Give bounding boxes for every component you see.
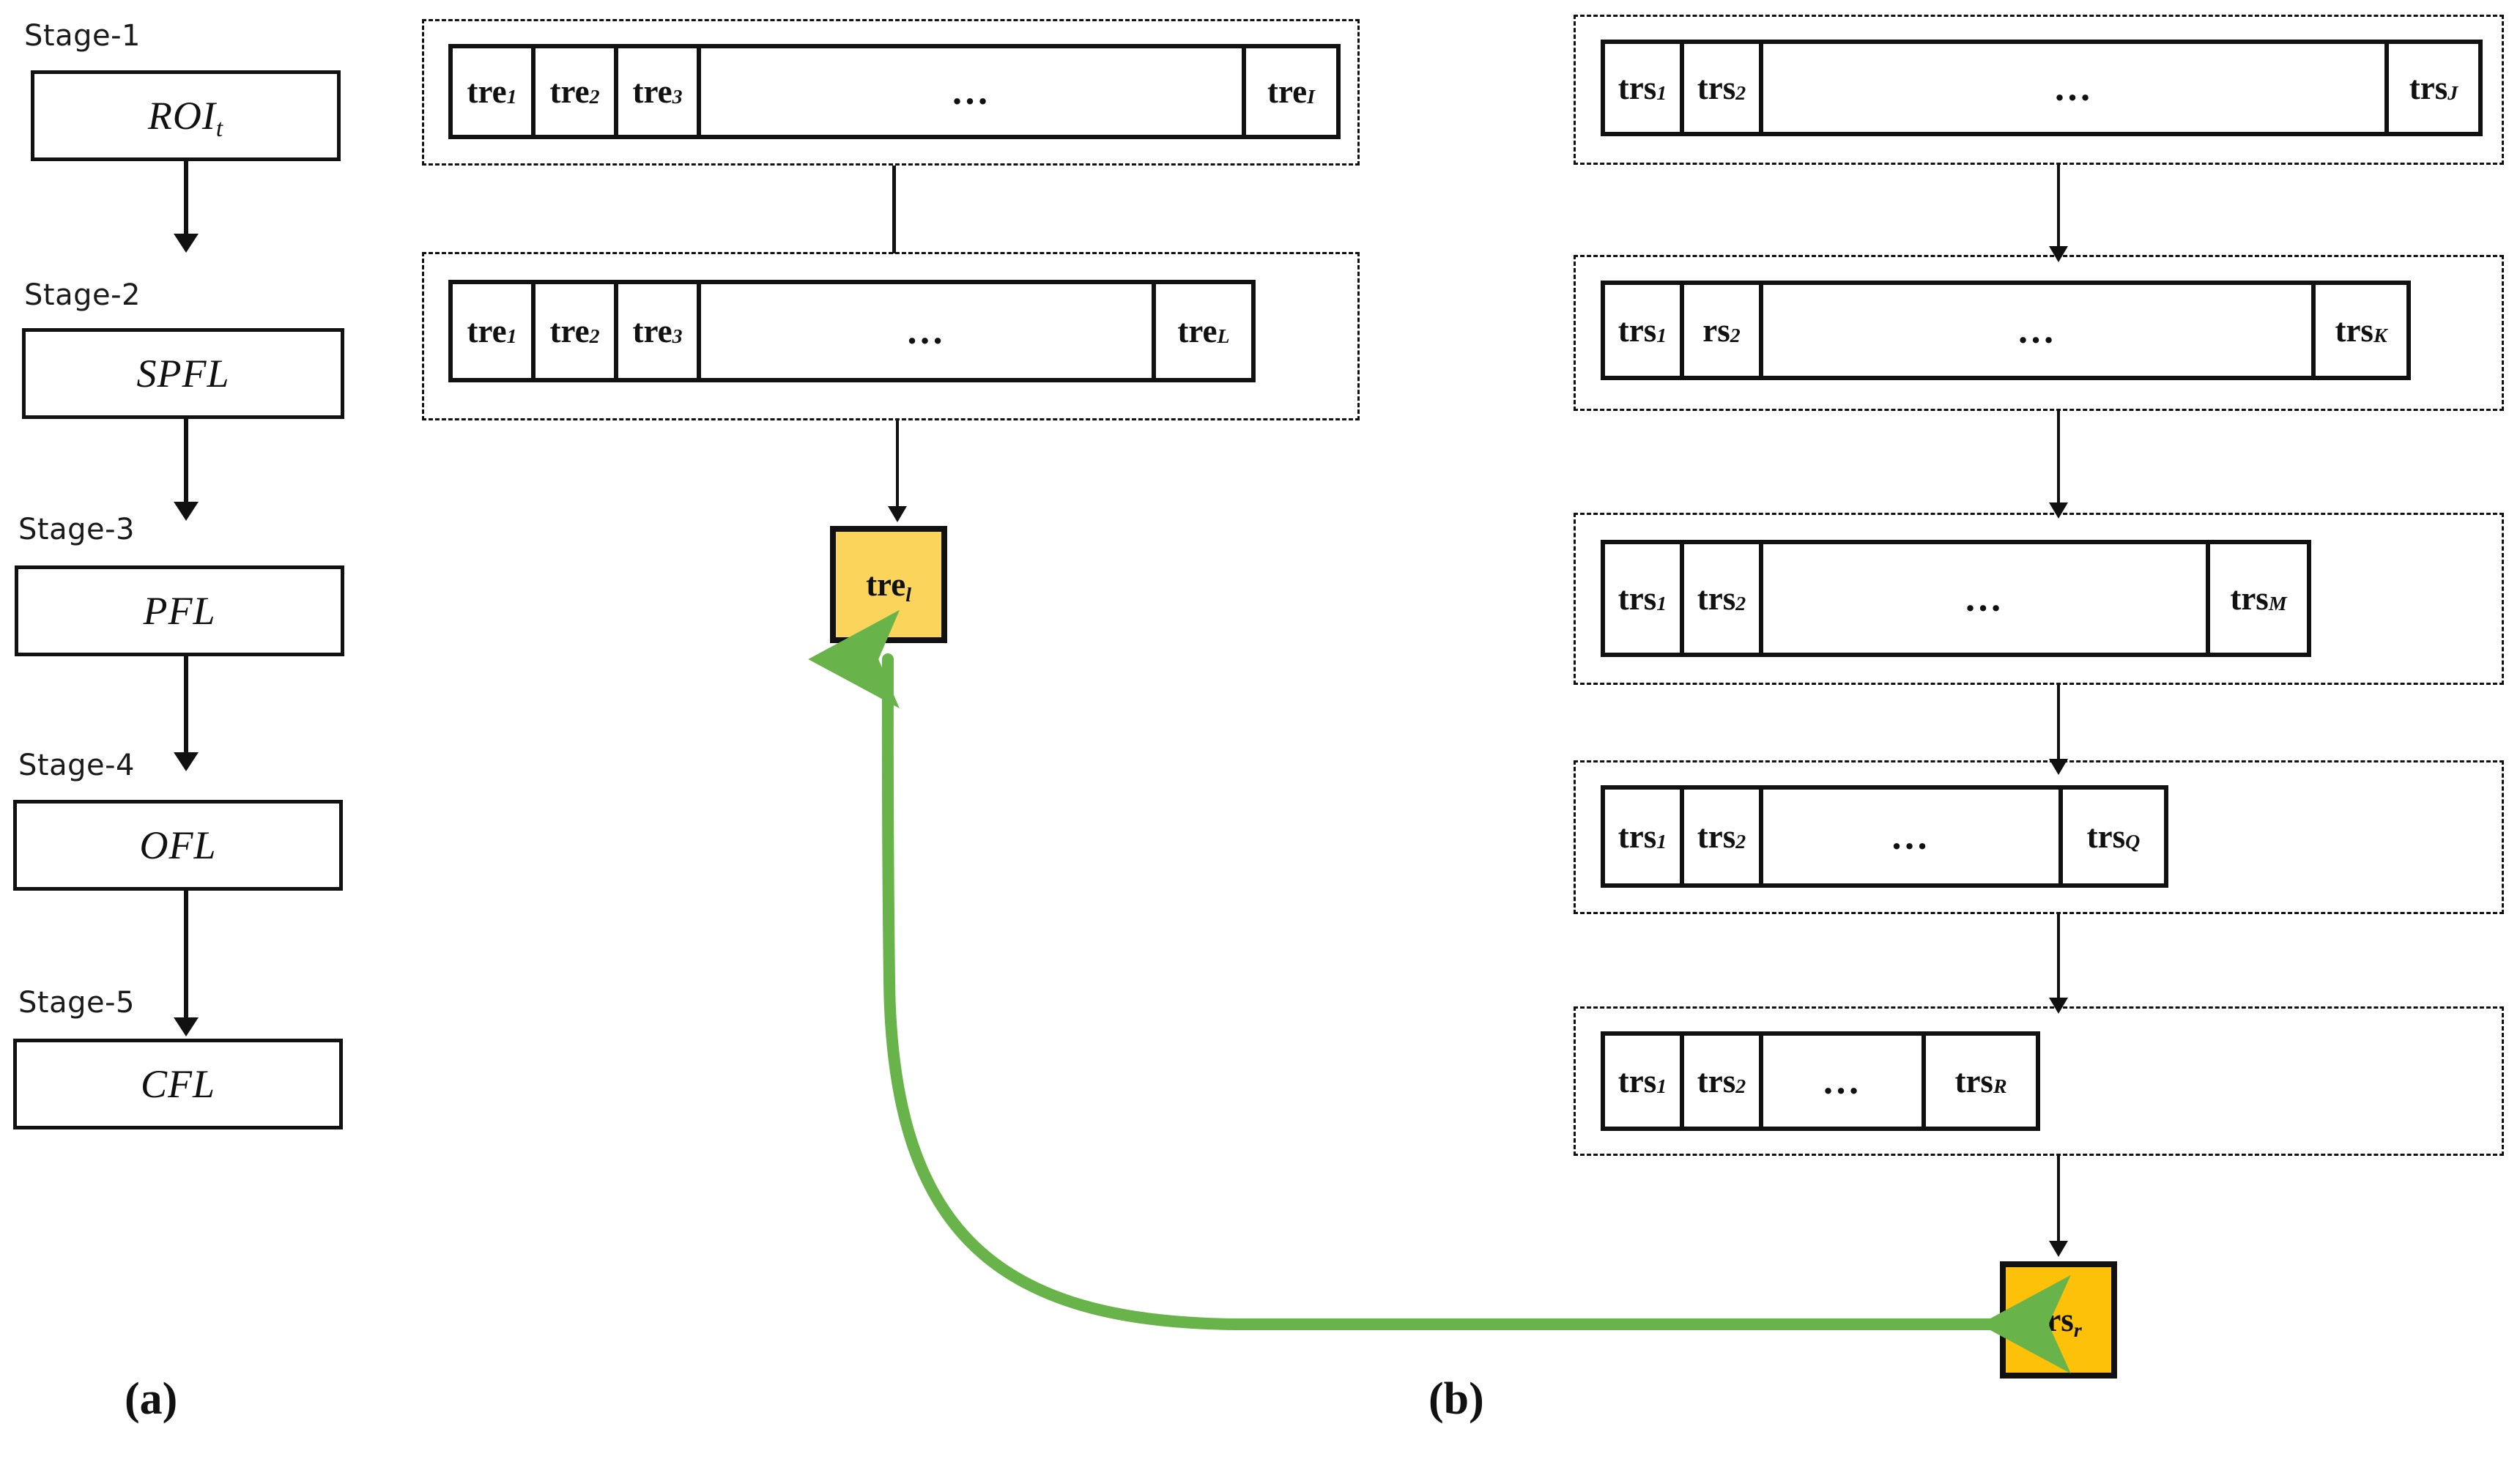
cell-trs-M-ellipsis: …: [1763, 544, 2210, 653]
arrow-stage3-to-stage4: [171, 656, 201, 773]
cell-trs-K-ellipsis: …: [1763, 285, 2316, 376]
cell-trs-J-ellipsis: …: [1763, 44, 2389, 132]
process-box-ofl-label: OFL: [139, 823, 217, 867]
process-box-cfl-label: CFL: [140, 1062, 216, 1106]
arrow-stage2-to-stage3: [171, 419, 201, 522]
process-box-cfl: CFL: [13, 1039, 343, 1129]
process-box-pfl-label: PFL: [143, 589, 216, 633]
stage-label-3: Stage-3: [18, 513, 135, 546]
cell-trs-Q-ellipsis: …: [1763, 790, 2063, 883]
dashed-container-trs-J: [1574, 15, 2504, 165]
dashed-container-tre-I: [422, 19, 1360, 166]
terminal-node-trs-r-label: trsr: [2035, 1302, 2082, 1343]
dashed-container-trs-K: [1574, 255, 2504, 411]
stage-label-2: Stage-2: [24, 278, 141, 312]
arrow-stage1-to-stage2: [171, 161, 201, 253]
cell-tre-ellipsis: …: [701, 48, 1246, 135]
process-box-pfl: PFL: [15, 565, 344, 656]
terminal-node-tre-l-label: trel: [866, 566, 911, 607]
stage-label-4: Stage-4: [18, 749, 135, 782]
process-box-roi: ROIt: [31, 70, 341, 161]
cell-tre-L-ellipsis: …: [701, 284, 1156, 378]
terminal-node-tre-l: trel: [830, 526, 947, 643]
connector-tre-I-to-tre-L: [892, 166, 896, 253]
arrow-trs-Q-to-trs-R: [2044, 914, 2073, 1017]
terminal-node-trs-r: trsr: [2000, 1261, 2117, 1379]
stage-label-1: Stage-1: [24, 19, 141, 53]
cell-trs-R-ellipsis: …: [1763, 1036, 1926, 1127]
process-box-spfl-label: SPFL: [136, 352, 230, 396]
arrow-tre-L-to-terminal: [883, 420, 912, 523]
caption-b: (b): [1428, 1374, 1484, 1424]
stage-label-5: Stage-5: [18, 986, 135, 1020]
process-box-ofl: OFL: [13, 800, 343, 891]
process-box-spfl: SPFL: [22, 328, 344, 419]
process-box-roi-label: ROIt: [147, 94, 224, 143]
dashed-container-tre-L: [422, 252, 1360, 420]
arrow-trs-R-to-terminal: [2044, 1156, 2073, 1258]
arrow-stage4-to-stage5: [171, 891, 201, 1037]
caption-a: (a): [125, 1374, 178, 1424]
arrow-trs-J-to-trs-K: [2044, 165, 2073, 264]
arrow-trs-K-to-trs-M: [2044, 411, 2073, 521]
